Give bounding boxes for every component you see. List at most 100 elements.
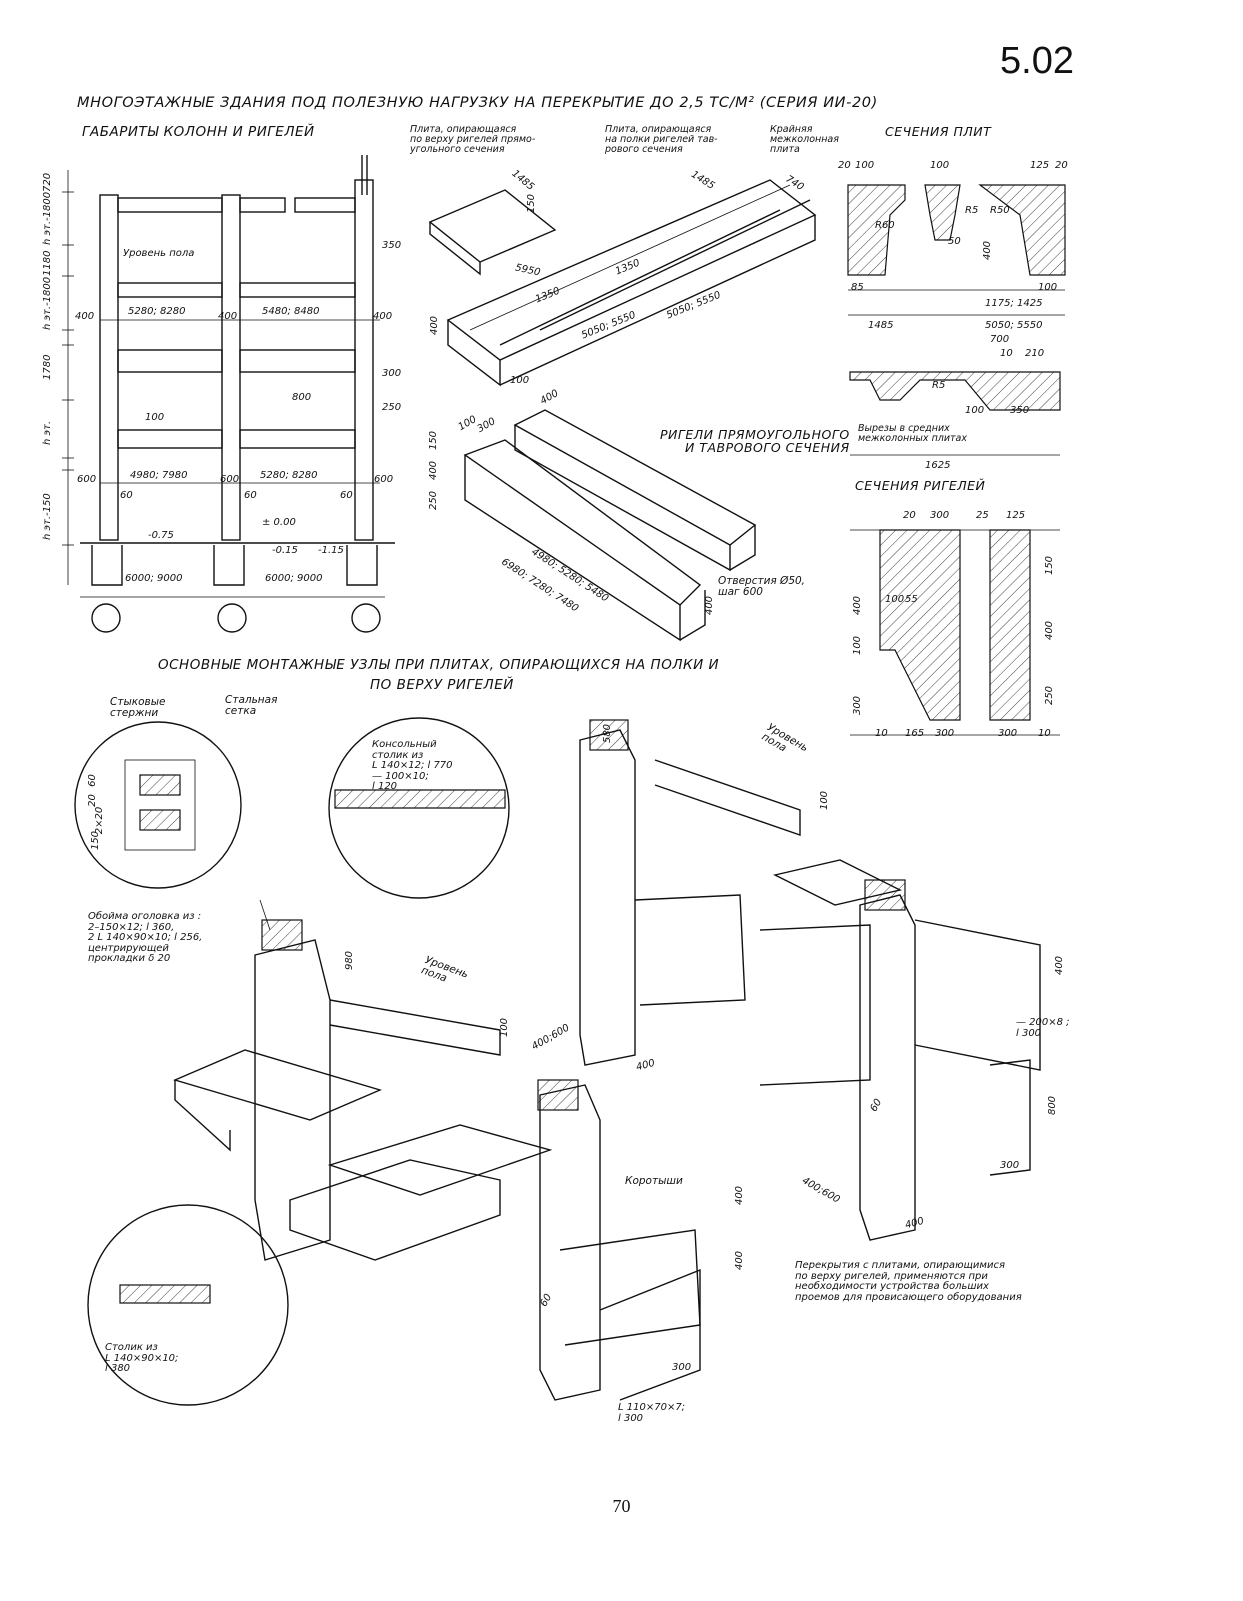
- nodes-title-line1: ОСНОВНЫЕ МОНТАЖНЫЕ УЗЛЫ ПРИ ПЛИТАХ, ОПИР…: [158, 657, 720, 673]
- bs-dim-250: 250: [1044, 685, 1056, 706]
- dim-het-150: h эт.-150: [42, 493, 53, 540]
- bs-dim-10a: 10: [875, 728, 888, 739]
- dim-60-b: 60: [244, 490, 257, 501]
- nd-800: 800: [1047, 1095, 1059, 1116]
- bs-dim-150: 150: [1044, 555, 1056, 576]
- ss-dim-10: 10: [1000, 348, 1013, 359]
- label-top-support-slab: Плита, опирающаяся по верху ригелей прям…: [410, 124, 536, 155]
- bs-dim-20: 20: [903, 510, 916, 521]
- dim-het-1800-b: h эт.-1800: [42, 276, 53, 330]
- dim-350: 350: [382, 240, 402, 251]
- ss-dim-100-c: 100: [1038, 282, 1058, 293]
- beam-holes-note: Отверстия Ø50, шаг 600: [718, 575, 806, 599]
- nd-300-b: 300: [672, 1362, 692, 1373]
- beam-sections-title: СЕЧЕНИЯ РИГЕЛЕЙ: [855, 478, 986, 493]
- bs-dim-10b: 10: [1038, 728, 1051, 739]
- dim-400-b: 400: [218, 311, 238, 322]
- ss-r50: R50: [990, 205, 1010, 216]
- dim-400-c: 400: [373, 311, 393, 322]
- label-head-clamp: Обойма оголовка из : 2–150×12; l 360, 2 …: [88, 911, 203, 964]
- ss-r5: R5: [965, 205, 979, 216]
- level-minus-075: -0.75: [148, 530, 174, 541]
- note-top-supported-slabs: Перекрытия с плитами, опирающимися по ве…: [795, 1260, 1022, 1303]
- bs-dim-55: 55: [905, 594, 918, 605]
- ss-dim-1175: 1175; 1425: [985, 298, 1043, 309]
- node-isometric-left: [172, 919, 553, 1261]
- ss-dim-100-a: 100: [855, 160, 875, 171]
- label-console-table: Консольный столик из L 140×12; l 770 — 1…: [372, 739, 453, 792]
- detail-circles: [74, 717, 510, 1406]
- dim-het: h эт.: [42, 420, 53, 445]
- slab-sections-title: СЕЧЕНИЯ ПЛИТ: [885, 124, 992, 139]
- nd-100-a: 100: [819, 790, 831, 811]
- bs-dim-300c: 300: [935, 728, 955, 739]
- ss-dim-700: 700: [990, 334, 1010, 345]
- bs-dim-165: 165: [905, 728, 925, 739]
- dim-300: 300: [382, 368, 402, 379]
- level-minus-115: -1.15: [318, 545, 344, 556]
- slab-dim-400: 400: [429, 315, 441, 336]
- ss-r60: R60: [875, 220, 895, 231]
- label-plate: — 200×8 ; l 300: [1016, 1017, 1070, 1039]
- ss-dim-100-d: 100: [965, 405, 985, 416]
- level-minus-015: -0.15: [272, 545, 298, 556]
- slab-isometric: [428, 179, 817, 387]
- beam-dim-400c: 400: [704, 595, 716, 616]
- node-isometric-right: [759, 859, 1041, 1241]
- bs-dim-300d: 300: [998, 728, 1018, 739]
- ss-dim-20-b: 20: [1055, 160, 1068, 171]
- ss-dim-400: 400: [982, 240, 994, 261]
- slab-sections: [847, 184, 1066, 456]
- main-title: МНОГОЭТАЖНЫЕ ЗДАНИЯ ПОД ПОЛЕЗНУЮ НАГРУЗК…: [77, 95, 878, 111]
- dim-span-top-right: 5480; 8480: [262, 306, 320, 317]
- ss-dim-20-a: 20: [838, 160, 851, 171]
- label-stubs: Коротыши: [625, 1175, 683, 1187]
- bs-dim-400b: 400: [1044, 620, 1056, 641]
- label-steel-mesh: Стальная сетка: [225, 694, 278, 718]
- ss-dim-100-b: 100: [930, 160, 950, 171]
- dim-60-c: 60: [340, 490, 353, 501]
- beam-dim-250: 250: [428, 490, 440, 511]
- ss-dim-85: 85: [851, 282, 864, 293]
- dim-1180: 1180: [42, 250, 53, 276]
- dim-720: 720: [42, 172, 53, 192]
- nd-400-b: 400: [734, 1185, 746, 1206]
- dim-het-1800-a: h эт.-1800: [42, 191, 53, 245]
- dim-600-a: 600: [77, 474, 97, 485]
- floor-level-label: Уровень пола: [123, 248, 195, 259]
- beam-isometric: [463, 409, 757, 642]
- slab-dim-100: 100: [510, 375, 530, 386]
- dim-100: 100: [145, 412, 165, 423]
- label-shelf-support-slab: Плита, опирающаяся на полки ригелей тав-…: [605, 124, 718, 155]
- bs-dim-125: 125: [1006, 510, 1026, 521]
- ss-dim-1625: 1625: [925, 460, 951, 471]
- nd-100-b: 100: [499, 1017, 511, 1038]
- beams-title: РИГЕЛИ ПРЯМОУГОЛЬНОГО И ТАВРОВОГО СЕЧЕНИ…: [660, 427, 850, 456]
- bs-dim-300b: 300: [852, 695, 864, 716]
- dim-1780: 1780: [42, 354, 53, 380]
- dim-span-bottom-right: 5280; 8280: [260, 470, 318, 481]
- ss-dim-5050: 5050; 5550: [985, 320, 1043, 331]
- node-isometric-center: [537, 719, 801, 1401]
- nd-2x20: 2×20: [94, 806, 106, 835]
- dim-span-bottom-left: 4980; 7980: [130, 470, 188, 481]
- nd-60: 60: [86, 774, 98, 787]
- dim-span-top-left: 5280; 8280: [128, 306, 186, 317]
- beam-dim-400b: 400: [428, 460, 440, 481]
- ss-dim-350: 350: [1010, 405, 1030, 416]
- beam-dim-150: 150: [428, 430, 440, 451]
- nodes-title-line2: ПО ВЕРХУ РИГЕЛЕЙ: [370, 677, 514, 693]
- nd-20: 20: [86, 794, 98, 807]
- slab-cutouts-note: Вырезы в средних межколонных плитах: [858, 423, 968, 444]
- ss-dim-210: 210: [1025, 348, 1045, 359]
- nd-300-a: 300: [1000, 1160, 1020, 1171]
- dim-800: 800: [292, 392, 312, 403]
- bs-dim-400: 400: [852, 595, 864, 616]
- label-support-table: Столик из L 140×90×10; l 380: [105, 1342, 179, 1374]
- nd-980: 980: [344, 950, 356, 971]
- dim-60-a: 60: [120, 490, 133, 501]
- beam-sections: [850, 529, 1060, 736]
- level-zero: ± 0.00: [262, 517, 296, 528]
- frame-title: ГАБАРИТЫ КОЛОНН И РИГЕЛЕЙ: [82, 124, 315, 140]
